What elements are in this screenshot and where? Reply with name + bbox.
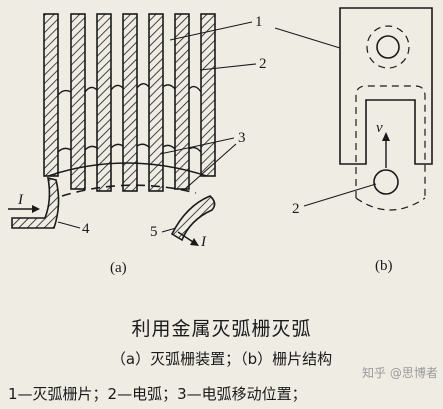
caption-title: 利用金属灭弧栅灭弧	[131, 318, 312, 340]
grid-plate	[148, 13, 164, 192]
grid-plate	[200, 13, 216, 177]
grid-plate	[70, 13, 86, 190]
caption-subtitle: （a）灭弧栅装置；（b）栅片结构	[110, 350, 333, 368]
grid-plate	[96, 13, 112, 192]
grid-plate	[174, 13, 190, 190]
grid-plate	[43, 13, 59, 177]
figure-a: 1 2 3 4 5 I I (a)	[8, 13, 267, 276]
static-contact	[11, 176, 60, 229]
watermark: 知乎 @思博者	[362, 366, 438, 380]
label-current-out: I	[200, 234, 207, 250]
label-current-in: I	[17, 192, 24, 208]
caption-legend: 1—灭弧栅片；2—电弧；3—电弧移动位置；	[8, 385, 307, 403]
current-out-arrowhead	[190, 238, 199, 246]
label-1: 1	[255, 14, 263, 30]
velocity-arrowhead	[382, 132, 390, 141]
arc-upper	[57, 83, 202, 96]
leader-lines-a	[57, 21, 257, 233]
arc-middle	[57, 143, 202, 153]
sub-label-b: (b)	[375, 258, 393, 274]
moving-contact	[170, 195, 216, 242]
label-3: 3	[238, 130, 246, 146]
mounting-hole-ring	[366, 25, 410, 69]
leader-1-b	[274, 27, 341, 49]
label-2-b: 2	[292, 201, 300, 217]
label-5: 5	[150, 224, 158, 240]
sub-label-a: (a)	[110, 260, 127, 276]
figure-b: v 2 (b)	[274, 7, 433, 274]
grid-plates	[43, 13, 216, 192]
slot-bottom-contour	[355, 197, 426, 211]
arc-position	[373, 169, 399, 195]
grid-plate-outline	[339, 7, 433, 165]
mounting-hole	[376, 35, 400, 59]
grid-plate	[122, 13, 138, 192]
label-4: 4	[82, 221, 90, 237]
label-velocity: v	[376, 120, 383, 136]
arc-lower	[47, 162, 208, 177]
label-2: 2	[259, 56, 267, 72]
leader-2-b	[303, 183, 377, 207]
current-in-arrowhead	[32, 205, 40, 213]
arc-moving-position	[61, 184, 197, 197]
